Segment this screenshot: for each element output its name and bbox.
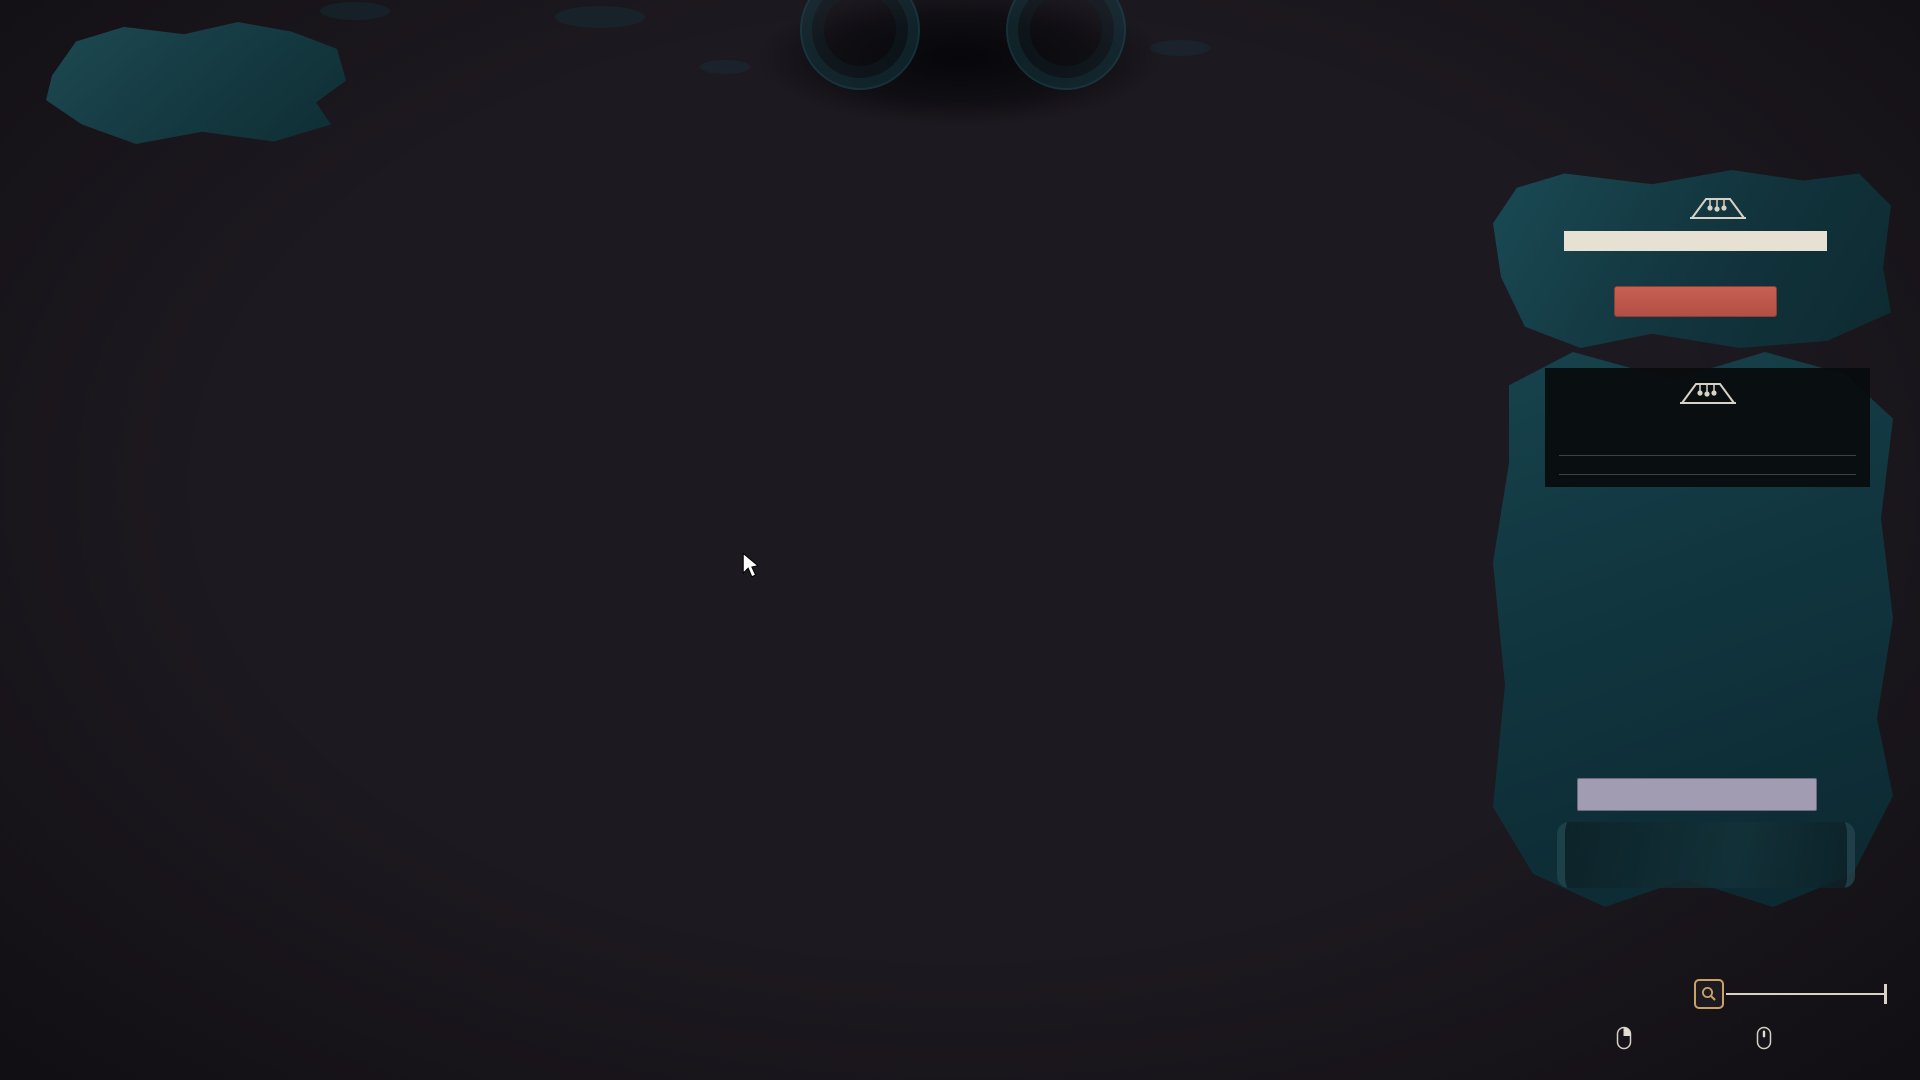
zoom-slider-track[interactable]	[1726, 993, 1884, 995]
drying-rack-icon	[1690, 198, 1746, 219]
zoom-slider-end-tick	[1884, 984, 1887, 1004]
zoom-magnifier-thumb[interactable]	[1694, 979, 1724, 1009]
spec-section	[1559, 455, 1856, 475]
close-button[interactable]	[1858, 22, 1870, 24]
mouse-mmb-icon	[1756, 1026, 1772, 1050]
mmb-zoom-hint	[1756, 1026, 1780, 1050]
magnifier-icon	[1702, 987, 1716, 1001]
research-progress-bar	[1564, 231, 1827, 251]
researching-button[interactable]	[1577, 778, 1817, 811]
mouse-rmb-icon	[1616, 1026, 1632, 1050]
days-left-label	[1565, 232, 1826, 250]
paint-smudge	[555, 6, 645, 28]
cursor-icon	[742, 552, 760, 578]
spec-table	[1559, 470, 1856, 475]
money-display	[810, 8, 1110, 15]
paint-smudge	[320, 2, 390, 20]
rmb-drag-hint	[1616, 1026, 1640, 1050]
paint-smudge	[700, 60, 750, 74]
goggles-decor	[1557, 822, 1855, 888]
drying-rack-icon	[1679, 383, 1736, 404]
refund-button[interactable]	[1614, 286, 1777, 317]
research-tooltip-panel	[1545, 368, 1870, 487]
research-title-badge	[46, 22, 346, 144]
